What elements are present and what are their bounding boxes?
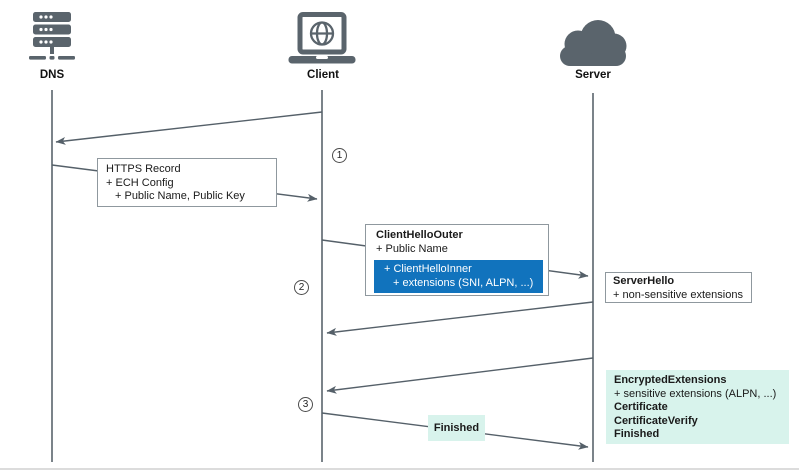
server-hello-title: ServerHello (613, 275, 675, 287)
step-2-badge: 2 (294, 280, 309, 295)
encrypted-extensions-box: EncryptedExtensions + sensitive extensio… (606, 370, 789, 444)
actor-label-client: Client (307, 69, 339, 81)
step-1-number: 1 (336, 150, 343, 161)
step-3-badge: 3 (298, 397, 313, 412)
client-hello-inner-box: + ClientHelloInner + extensions (SNI, AL… (374, 260, 543, 293)
cloud-icon (560, 20, 627, 66)
https-record-box: HTTPS Record + ECH Config + Public Name,… (97, 158, 277, 207)
finished-message-label: Finished (428, 415, 485, 441)
https-record-title: HTTPS Record (106, 163, 181, 175)
client-hello-inner-extensions: + extensions (SNI, ALPN, ...) (393, 276, 534, 289)
client-hello-outer-public-name: + Public Name (376, 242, 448, 255)
certificate-line: Certificate (614, 401, 668, 413)
https-record-public-name-key: + Public Name, Public Key (115, 190, 245, 202)
laptop-globe-icon (288, 12, 356, 64)
arrow-server-hello (326, 301, 594, 336)
step-1-badge: 1 (332, 148, 347, 163)
dns-server-icon (29, 12, 75, 60)
arrow-server-flight (326, 357, 594, 394)
client-hello-inner-title: + ClientHelloInner (384, 263, 472, 275)
server-hello-extensions: + non-sensitive extensions (613, 288, 743, 301)
arrow-dns-query (55, 111, 323, 145)
https-record-ech-config: + ECH Config (106, 176, 174, 189)
actor-label-dns: DNS (39, 69, 65, 81)
encrypted-extensions-sensitive: + sensitive extensions (ALPN, ...) (614, 387, 777, 400)
step-2-number: 2 (298, 282, 305, 293)
client-hello-outer-box: ClientHelloOuter + Public Name + ClientH… (365, 224, 549, 296)
step-3-number: 3 (302, 399, 309, 410)
certificate-verify-line: CertificateVerify (614, 414, 698, 427)
client-hello-outer-title: ClientHelloOuter (376, 229, 463, 241)
server-hello-box: ServerHello + non-sensitive extensions (605, 272, 752, 303)
encrypted-extensions-title: EncryptedExtensions (614, 374, 727, 386)
bottom-edge-divider (0, 468, 799, 470)
finished-line: Finished (614, 428, 660, 440)
actor-label-server: Server (575, 69, 611, 81)
